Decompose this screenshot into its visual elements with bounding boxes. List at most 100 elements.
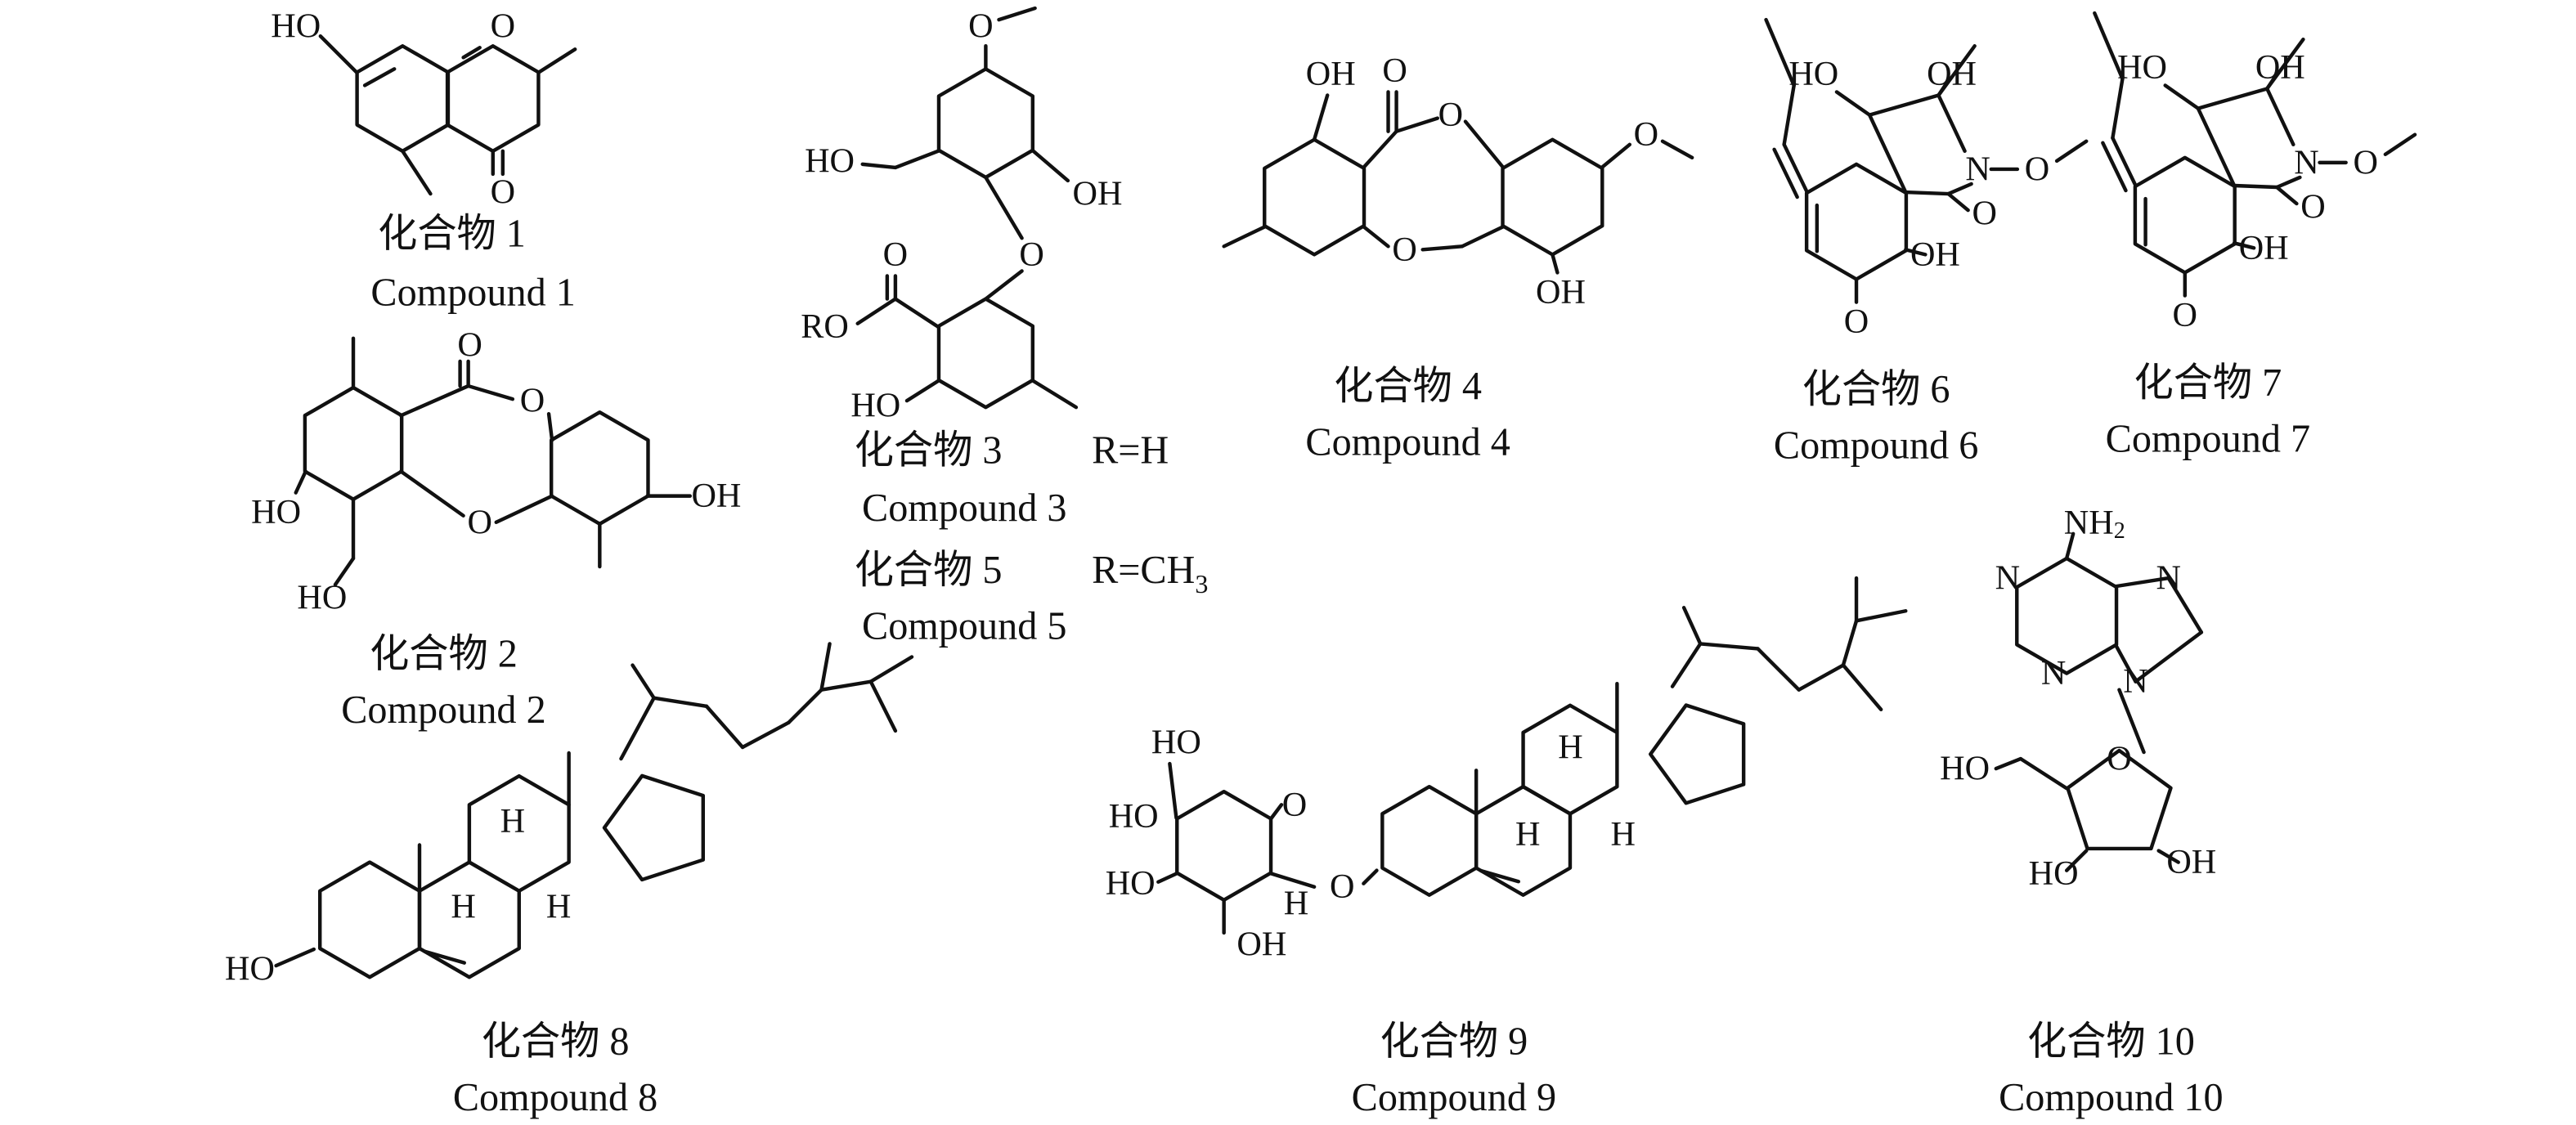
compound-label-en: Compound 10 [1999, 1076, 2224, 1119]
compound-label-cn: 化合物 7 [2134, 361, 2282, 405]
atom-label: O [1019, 235, 1043, 274]
ring [1649, 703, 1746, 805]
bond [860, 162, 898, 170]
bond [2232, 183, 2279, 190]
atom-label: N [1965, 150, 1990, 188]
ring [1263, 137, 1367, 257]
bond [1031, 379, 1079, 410]
bond [2196, 106, 2237, 188]
compound-label-en: Compound 7 [2106, 417, 2310, 460]
compound-10: NH2 N N N N HO O HO OH 化合物 10 Compound 1… [1940, 503, 2223, 1119]
bond [2064, 849, 2089, 872]
ring [1804, 162, 1909, 281]
bond [740, 720, 791, 750]
atom-label: O [968, 7, 993, 46]
bond [1764, 17, 1796, 87]
bond [1782, 83, 1796, 146]
bond [2134, 630, 2204, 684]
bond [631, 663, 656, 700]
compound-label-en: Compound 2 [341, 688, 545, 732]
atom-label: O [491, 173, 515, 212]
bond [893, 149, 940, 170]
ring [1380, 784, 1479, 897]
atom-label: HO [1151, 723, 1201, 761]
compound-label-cn: 化合物 10 [2027, 1020, 2195, 1064]
bond [1841, 619, 1859, 667]
bond [1946, 182, 1973, 196]
bond [2018, 756, 2069, 791]
bond [2093, 11, 2125, 81]
ring [2066, 748, 2173, 851]
atom-label: O [1844, 303, 1869, 341]
ring [602, 773, 705, 882]
bond [704, 704, 745, 750]
ring [936, 67, 1035, 180]
bond [2163, 83, 2201, 110]
bond [1867, 113, 1908, 195]
bond [1460, 224, 1506, 249]
compound-label-en: Compound 8 [453, 1076, 657, 1119]
bond [1867, 93, 1941, 117]
bond [819, 679, 873, 692]
bond [1946, 191, 1970, 213]
bond [1904, 190, 1950, 196]
atom-label: H [500, 802, 525, 840]
atom-label: OH [2239, 229, 2289, 267]
compound-label-en: Compound 5 [862, 604, 1066, 648]
bond [2156, 849, 2180, 864]
atom-label: OH [691, 477, 741, 515]
compound-label-cn: 化合物 6 [1802, 368, 1950, 411]
atom-label: O [2173, 296, 2197, 334]
ring [445, 44, 541, 154]
bond [1362, 868, 1379, 885]
bond [1463, 119, 1506, 170]
atom-label: HO [805, 141, 855, 180]
bond [2232, 241, 2256, 250]
bond [1670, 642, 1703, 688]
bond [1904, 248, 1928, 257]
atom-label: OH [1910, 235, 1960, 274]
ring [303, 385, 404, 501]
bond [318, 34, 359, 74]
atom-label: O [883, 235, 908, 274]
bond [984, 175, 1024, 240]
bond [1841, 663, 1883, 711]
bond [652, 696, 709, 708]
bond [362, 67, 397, 87]
atom-label: O [467, 503, 491, 541]
atom-label: HO [297, 579, 347, 617]
bond [1269, 872, 1317, 889]
bond [461, 46, 482, 60]
bond [1362, 224, 1390, 249]
atom-label: N [2294, 143, 2318, 182]
bond [1031, 149, 1070, 183]
bond [1854, 609, 1908, 623]
atom-label: OH [1073, 175, 1123, 213]
atom-label: O [1634, 115, 1658, 154]
atom-label: HO [850, 387, 900, 425]
bond [294, 469, 307, 495]
bond [2275, 185, 2299, 206]
ring [936, 297, 1035, 410]
compound-6: HO OH N O O OH O 化合物 6 Compound 6 [1774, 55, 2049, 468]
bond [787, 688, 824, 725]
atom-label: HO [271, 7, 321, 46]
ring [318, 860, 422, 979]
compound-label-en: Compound 4 [1305, 420, 1510, 464]
compound-4: OH O O O O OH 化合物 4 Compound 4 [1305, 52, 1658, 464]
bond [984, 269, 1024, 301]
bond [868, 679, 898, 733]
bond-layer [274, 6, 2417, 979]
compound-9: HO HO O HO O H OH H H H 化合物 9 Compound 9 [1106, 723, 1636, 1118]
atom-label: HO [1106, 864, 1156, 903]
ring [549, 410, 650, 527]
bond [1994, 756, 2023, 771]
bond [1660, 139, 1694, 160]
atom-label: OH [1236, 926, 1286, 964]
bond [466, 383, 515, 401]
bond [1551, 253, 1560, 275]
atom-label: RO [801, 307, 849, 346]
atom-label: HO [251, 493, 301, 531]
compound-label-cn: 化合物 2 [370, 633, 518, 676]
